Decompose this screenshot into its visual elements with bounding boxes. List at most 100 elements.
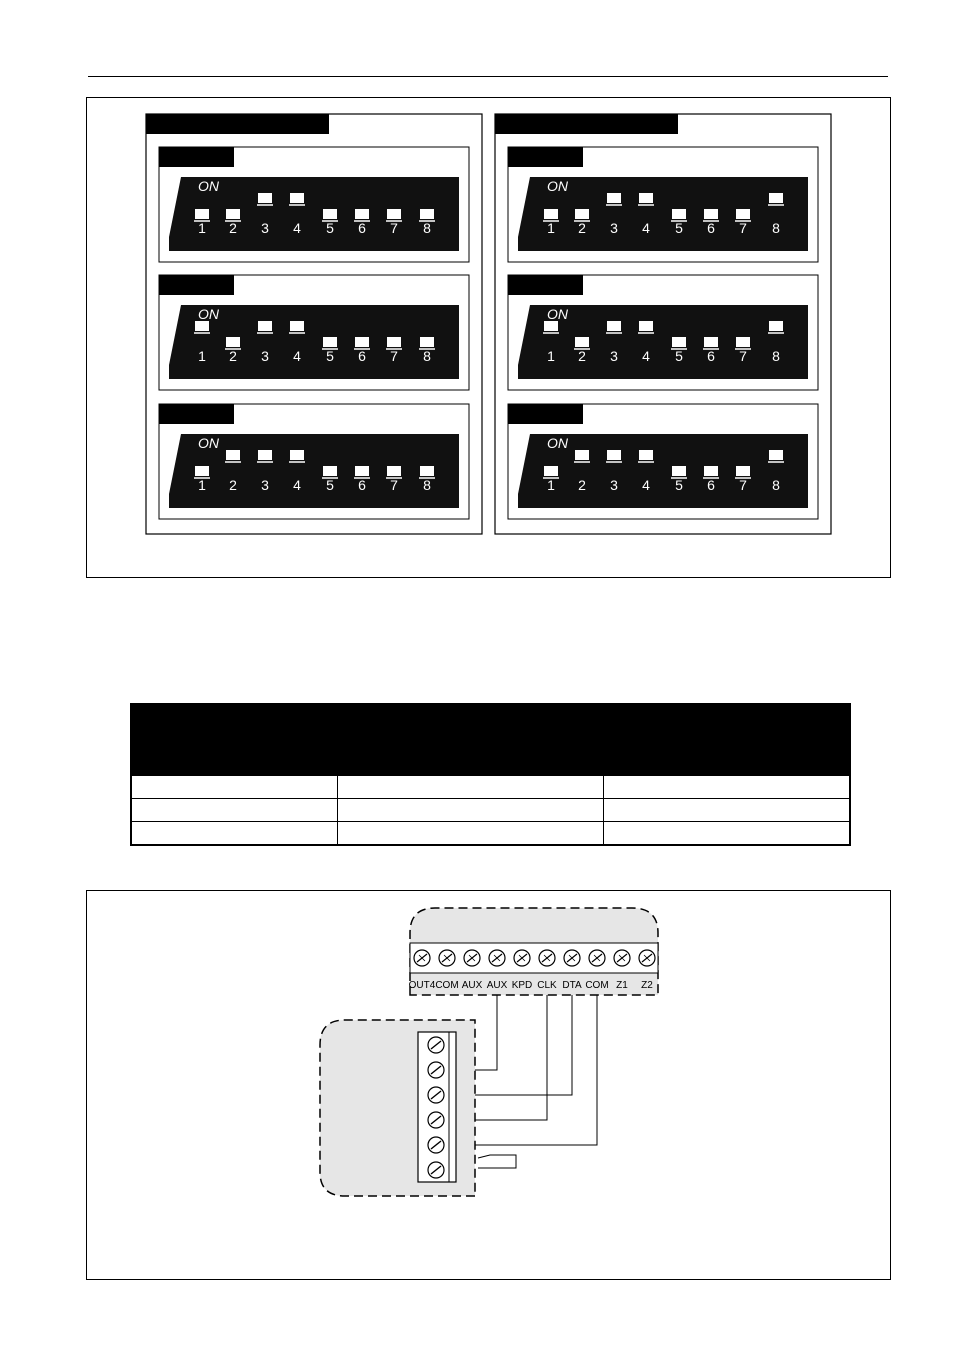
screw-slot [430,1040,442,1050]
screw-slot [468,954,476,962]
terminal-label: KPD [512,980,533,991]
switch-lever [290,450,304,460]
screw-slot [418,954,426,962]
switch-number: 8 [772,220,780,236]
table-header-row [130,703,851,776]
switch-number: 5 [675,348,683,364]
switch-number: 2 [578,348,586,364]
switch-number: 6 [358,477,366,493]
screw-slot [430,1090,442,1100]
wire [475,995,548,1121]
screw-slot [430,1140,442,1150]
table-cell [130,821,338,846]
switch-number: 4 [293,477,301,493]
switch-lever [575,209,589,219]
screw-slot [430,1115,442,1125]
switch-number: 7 [739,220,747,236]
switch-number: 4 [642,477,650,493]
wire [475,995,573,1096]
table-cell [336,821,604,846]
switch-lever [195,466,209,476]
table-header-cell [130,703,338,776]
switch-number: 3 [261,348,269,364]
switch-lever [639,193,653,203]
switch-number: 5 [675,220,683,236]
switch-number: 1 [198,220,206,236]
terminal-label: Z2 [641,980,653,991]
table-cell [602,798,851,822]
switch-lever [672,466,686,476]
switch-number: 8 [423,477,431,493]
on-label: ON [198,435,220,451]
dip-switch-base [169,365,459,379]
table-row [130,821,851,846]
switch-lever [769,450,783,460]
switch-lever [769,193,783,203]
switch-number: 1 [547,348,555,364]
switch-lever [704,337,718,347]
setting-label-bar [508,275,583,295]
switch-lever [544,209,558,219]
switch-lever [420,209,434,219]
switch-lever [355,337,369,347]
terminal-label: OUT4 [409,980,436,991]
terminal-label: COM [435,980,458,991]
switch-number: 1 [547,477,555,493]
setting-label-bar [159,275,234,295]
terminal-label: AUX [462,980,483,991]
switch-lever [544,321,558,331]
switch-lever [420,466,434,476]
setting-label-bar [508,404,583,424]
setting-label-bar [159,147,234,167]
switch-number: 3 [261,477,269,493]
switch-number: 6 [707,220,715,236]
switch-number: 5 [326,477,334,493]
switch-number: 8 [772,348,780,364]
dip-switch-body [518,305,808,365]
switch-lever [226,209,240,219]
screw-slot [518,954,526,962]
setting-label-bar [159,404,234,424]
switch-number: 2 [229,348,237,364]
screw-slot [430,1065,442,1075]
switch-lever [575,450,589,460]
terminal-label: AUX [487,980,508,991]
switch-lever [736,337,750,347]
switch-number: 6 [707,348,715,364]
module-terminal-block [417,1031,457,1183]
panel-title-bar [146,114,329,134]
switch-lever [290,193,304,203]
switch-number: 7 [739,477,747,493]
dip-switch-base [518,365,808,379]
table-row [130,775,851,799]
dip-switch-body [518,434,808,494]
terminal-label: DTA [562,980,582,991]
switch-lever [290,321,304,331]
screw-slot [430,1165,442,1175]
terminal-label: Z1 [616,980,628,991]
switch-lever [258,321,272,331]
wire [475,995,598,1146]
switch-lever [355,209,369,219]
switch-number: 7 [390,220,398,236]
terminal-label: COM [585,980,608,991]
screw-slot [443,954,451,962]
switch-number: 2 [229,477,237,493]
screw-slot [618,954,626,962]
header-rule [88,76,888,77]
table-cell [602,821,851,846]
switch-number: 4 [293,220,301,236]
switch-lever [195,209,209,219]
switch-number: 7 [390,348,398,364]
screw-slot [593,954,601,962]
switch-lever [387,209,401,219]
switch-number: 8 [772,477,780,493]
switch-number: 6 [358,348,366,364]
screw-slot [543,954,551,962]
on-label: ON [547,435,569,451]
switch-number: 4 [642,220,650,236]
switch-lever [323,337,337,347]
switch-lever [672,337,686,347]
switch-number: 2 [578,220,586,236]
